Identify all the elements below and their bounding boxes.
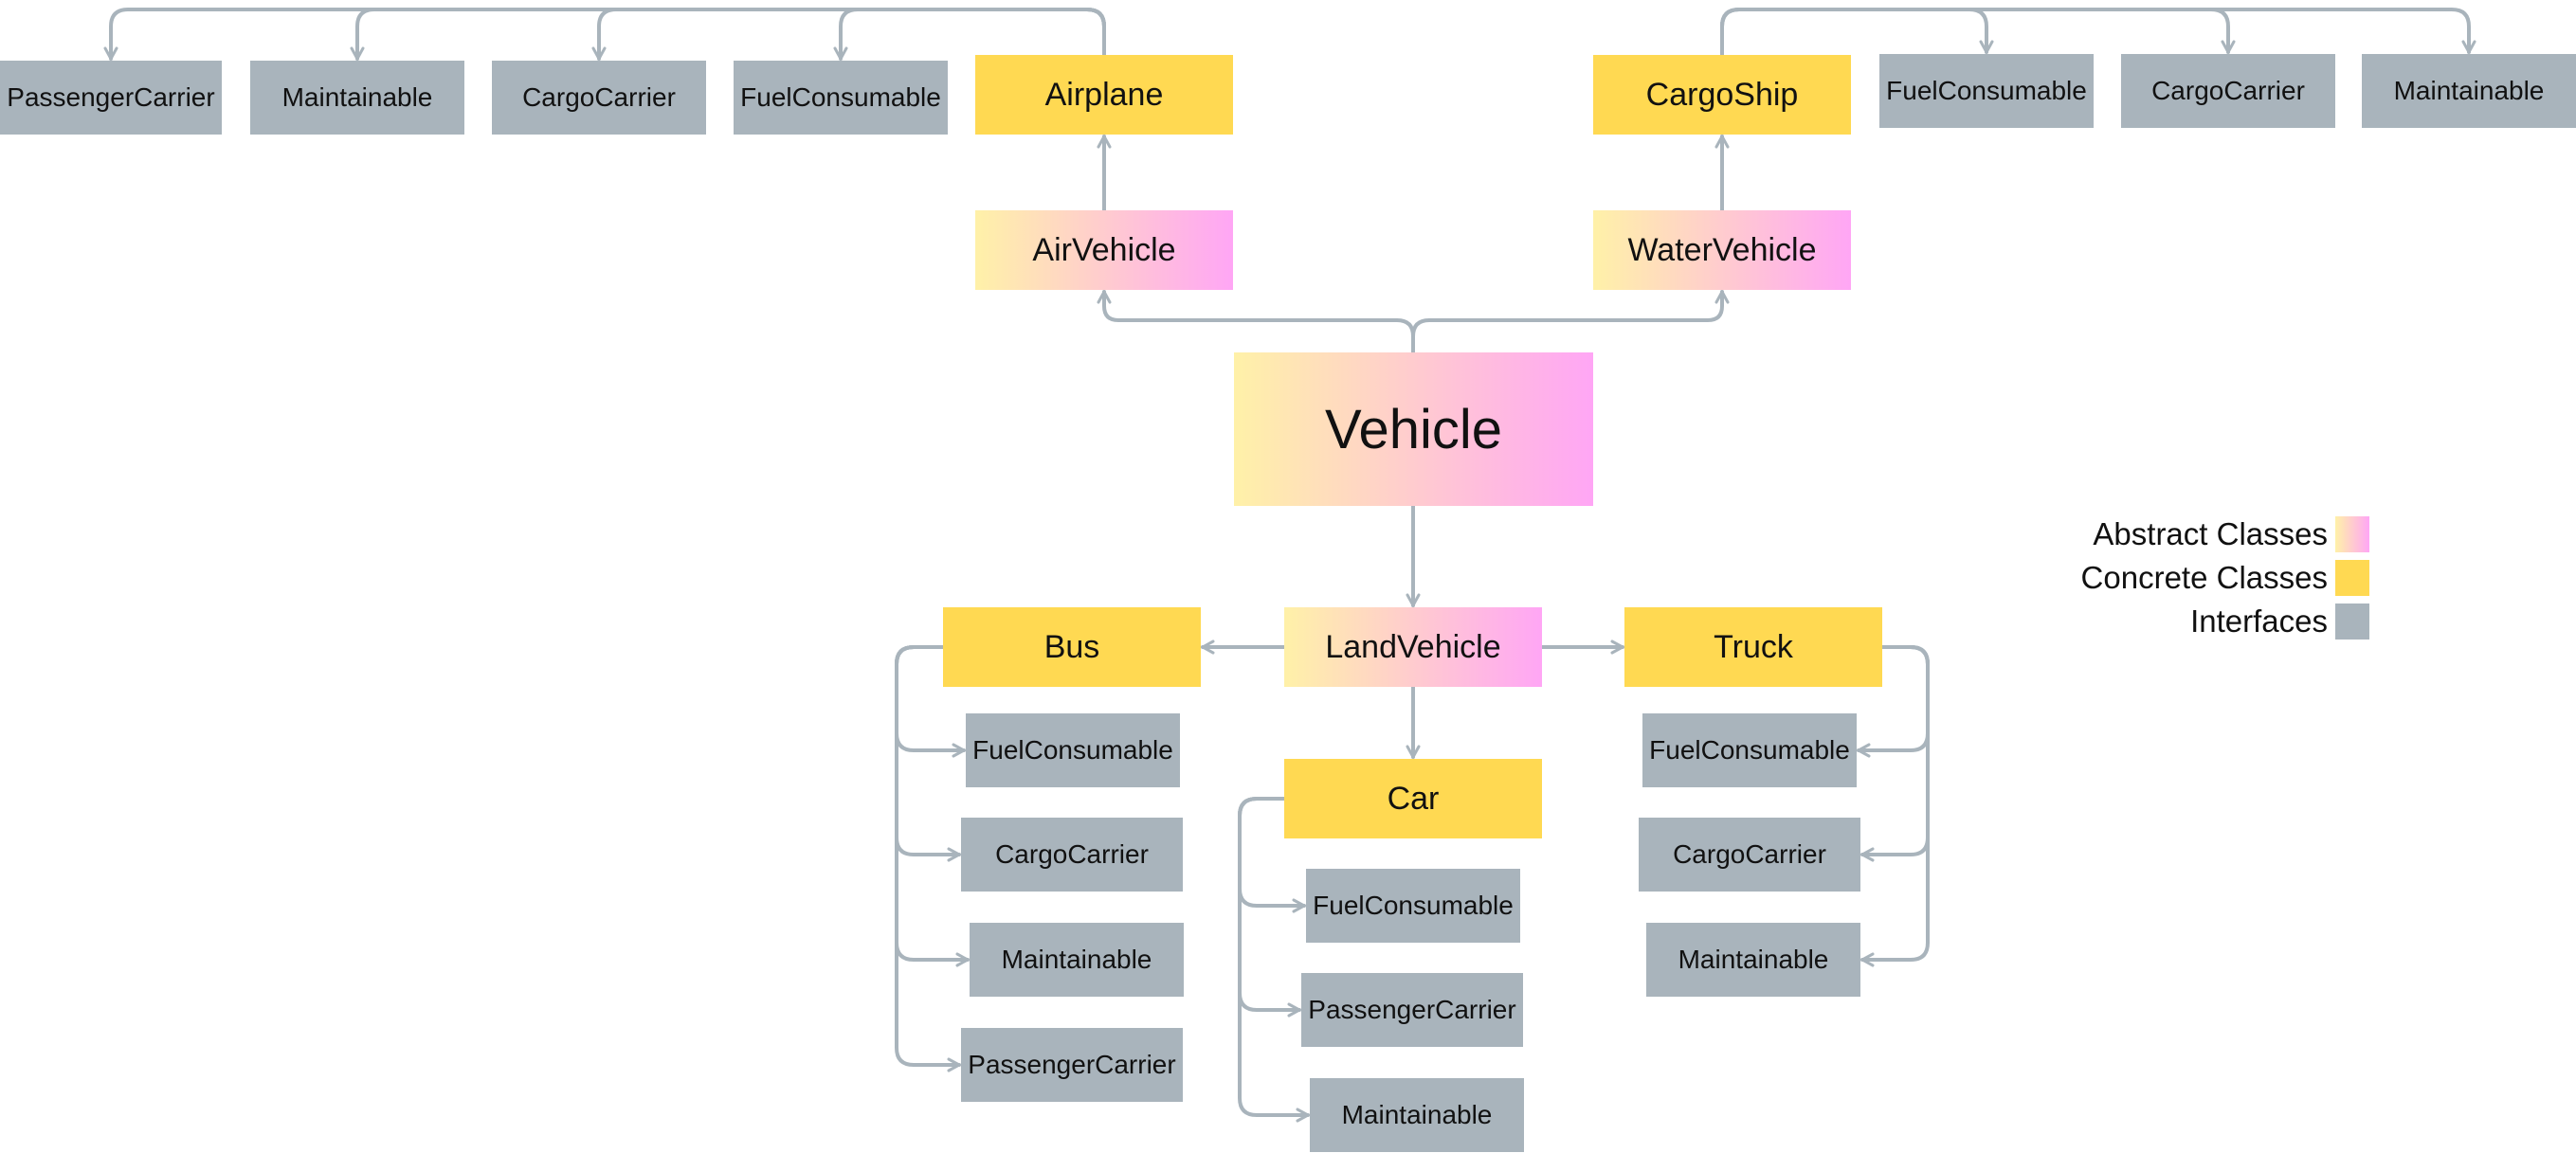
node-car: Car [1284, 759, 1542, 838]
edge-vehicle-to-air-vehicle [1097, 290, 1415, 354]
edge-car-to-car-maintainable [1238, 797, 1310, 1123]
node-car-fuel-consumable: FuelConsumable [1306, 869, 1520, 943]
legend-swatch-interfaces [2335, 604, 2369, 640]
edge-airplane-to-airplane-maintainable [350, 8, 1106, 61]
node-car-passenger-carrier: PassengerCarrier [1301, 973, 1523, 1047]
node-land-vehicle: LandVehicle [1284, 607, 1542, 687]
node-airplane-maintainable: Maintainable [250, 61, 464, 135]
node-ship-cargo-carrier: CargoCarrier [2121, 54, 2335, 128]
node-airplane-passenger-carrier: PassengerCarrier [0, 61, 222, 135]
node-bus-passenger-carrier: PassengerCarrier [961, 1028, 1183, 1102]
node-airplane-fuel-consumable: FuelConsumable [734, 61, 948, 135]
legend-label-concrete: Concrete Classes [2080, 560, 2328, 595]
legend-item-concrete: Concrete Classes [2081, 559, 2369, 597]
edge-bus-to-bus-maintainable [895, 645, 970, 967]
edge-cargo-ship-to-ship-fuel-consumable [1720, 8, 1994, 57]
edge-vehicle-to-water-vehicle [1411, 290, 1730, 354]
node-bus-maintainable: Maintainable [970, 923, 1184, 997]
edge-cargo-ship-to-ship-maintainable [1720, 8, 2476, 57]
edge-airplane-to-airplane-fuel-consumable [833, 8, 1106, 61]
node-air-vehicle: AirVehicle [975, 210, 1233, 290]
node-bus-cargo-carrier: CargoCarrier [961, 818, 1183, 892]
legend-item-interfaces: Interfaces [2190, 603, 2369, 640]
node-truck-cargo-carrier: CargoCarrier [1639, 818, 1860, 892]
node-airplane: Airplane [975, 55, 1233, 135]
node-water-vehicle: WaterVehicle [1593, 210, 1851, 290]
legend-item-abstract: Abstract Classes [2093, 515, 2369, 553]
node-truck-fuel-consumable: FuelConsumable [1642, 713, 1857, 787]
node-truck: Truck [1624, 607, 1882, 687]
node-bus: Bus [943, 607, 1201, 687]
node-ship-fuel-consumable: FuelConsumable [1879, 54, 2094, 128]
edge-airplane-to-airplane-cargo-carrier [591, 8, 1106, 61]
node-vehicle: Vehicle [1234, 352, 1593, 506]
legend-label-abstract: Abstract Classes [2093, 516, 2328, 551]
node-cargo-ship: CargoShip [1593, 55, 1851, 135]
node-truck-maintainable: Maintainable [1646, 923, 1860, 997]
edge-truck-to-truck-maintainable [1860, 645, 1930, 967]
node-car-maintainable: Maintainable [1310, 1078, 1524, 1152]
legend-label-interfaces: Interfaces [2190, 604, 2328, 639]
edge-bus-to-bus-passenger-carrier [895, 645, 961, 1072]
node-bus-fuel-consumable: FuelConsumable [966, 713, 1180, 787]
node-ship-maintainable: Maintainable [2362, 54, 2576, 128]
edge-airplane-to-airplane-passenger-carrier [103, 8, 1106, 61]
legend-swatch-abstract [2335, 516, 2369, 552]
edge-cargo-ship-to-ship-cargo-carrier [1720, 8, 2236, 57]
legend-swatch-concrete [2335, 560, 2369, 596]
node-airplane-cargo-carrier: CargoCarrier [492, 61, 706, 135]
